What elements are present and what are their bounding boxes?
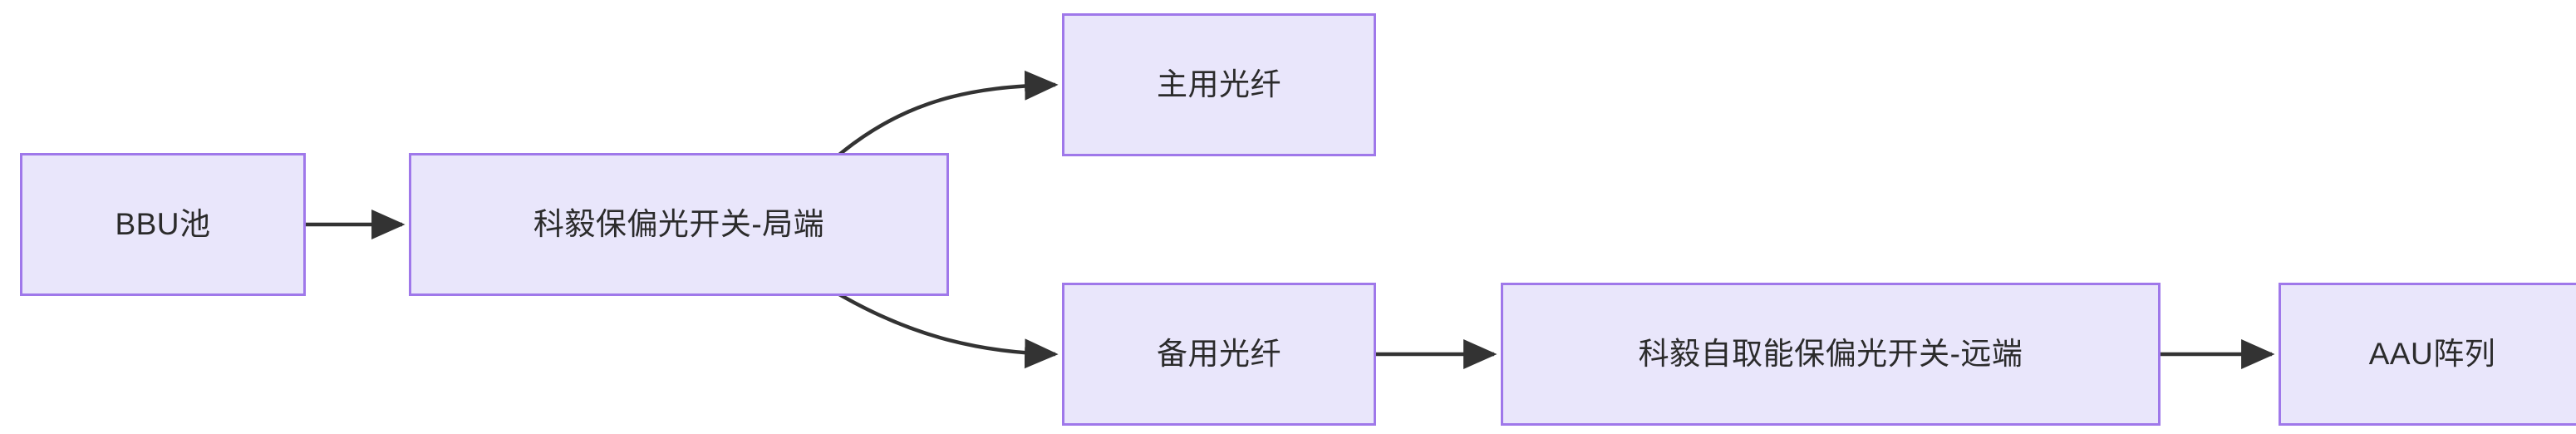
edge-local-switch-to-primary-fiber [838, 70, 1059, 156]
node-backup-fiber[interactable]: 备用光纤 [1062, 283, 1376, 426]
node-label-aau-array: AAU阵列 [2368, 336, 2496, 371]
node-keyi-pm-switch-local[interactable]: 科毅保偏光开关-局端 [409, 153, 949, 296]
node-label-keyi-pm-switch-local: 科毅保偏光开关-局端 [533, 206, 825, 241]
node-primary-fiber[interactable]: 主用光纤 [1062, 13, 1376, 156]
node-label-primary-fiber: 主用光纤 [1157, 67, 1281, 101]
node-label-keyi-self-powered-pm-switch-remote: 科毅自取能保偏光开关-远端 [1638, 336, 2023, 371]
node-label-bbu-pool: BBU池 [115, 206, 211, 241]
node-aau-array[interactable]: AAU阵列 [2279, 283, 2576, 426]
node-bbu-pool[interactable]: BBU池 [20, 153, 306, 296]
node-keyi-self-powered-pm-switch-remote[interactable]: 科毅自取能保偏光开关-远端 [1501, 283, 2161, 426]
edge-local-switch-to-backup-fiber [838, 293, 1059, 369]
node-label-backup-fiber: 备用光纤 [1157, 336, 1281, 371]
